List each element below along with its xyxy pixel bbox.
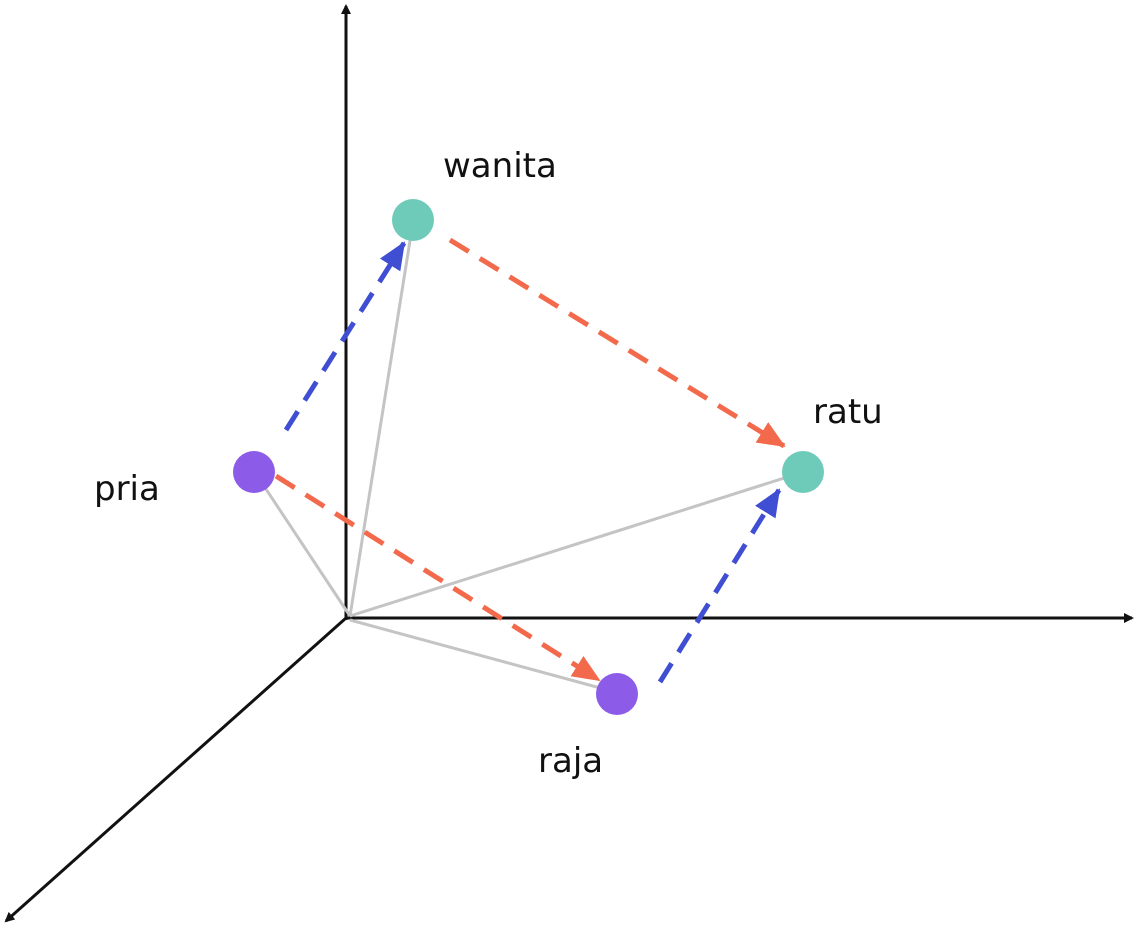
label-pria: pria (94, 469, 160, 509)
label-wanita: wanita (443, 146, 557, 186)
z-axis (4, 616, 347, 923)
vector-line-pria (254, 473, 352, 617)
royalty-arrow-pria-raja (274, 473, 601, 683)
label-ratu: ratu (813, 392, 883, 432)
point-ratu (782, 451, 824, 493)
gender-arrow-raja-ratu (657, 488, 782, 684)
gender-arrow-pria-wanita (283, 241, 407, 432)
vector-line-wanita (348, 221, 415, 617)
point-raja (596, 673, 638, 715)
vector-line-raja (349, 618, 616, 694)
point-wanita (392, 199, 434, 241)
royalty-arrow-wanita-ratu (448, 237, 786, 449)
point-pria (233, 451, 275, 493)
vector-line-ratu (349, 471, 801, 618)
label-raja: raja (538, 741, 603, 781)
